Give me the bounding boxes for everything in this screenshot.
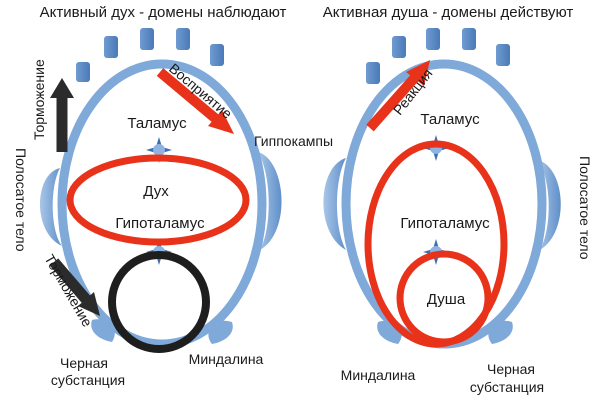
left-substantia-label-line2: субстанция [51,372,125,388]
right-striatum-lobe-left [323,158,346,250]
right-soul-label: Душа [427,291,466,308]
left-thalamus-star-icon [146,137,172,163]
left-striatum-lobe-right [258,152,282,250]
left-bottom-wing-right [208,320,233,344]
right-soul-red-circle [396,250,492,346]
left-black-circle [108,251,210,353]
left-striatum-label: Полосатое тело [13,148,29,252]
right-substantia-label-line2: субстанция [470,379,544,395]
left-inhibition-up-label: Торможение [31,59,47,140]
right-title: Активная душа - домены действуют [323,4,574,21]
right-amygdala-label: Миндалина [341,367,416,383]
left-hypothalamus-label: Гипоталамус [115,215,205,232]
right-panel: Активная душа - домены действуют [323,4,593,395]
right-substantia-label-line1: Черная [487,361,535,377]
left-substantia-label-line1: Черная [60,355,108,371]
left-striatum-lobe-left [40,168,62,246]
right-hypothalamus-label: Гипоталамус [400,215,490,232]
left-domain-pillars [76,28,224,82]
right-striatum-label: Полосатое тело [577,156,593,260]
left-inhibition-arrow-up [50,78,74,152]
right-domain-pillars [366,28,510,84]
left-perception-arrow [156,68,234,134]
left-title: Активный дух - домены наблюдают [40,4,287,21]
right-reaction-arrow [366,60,430,132]
right-striatum-lobe-right [538,160,561,250]
right-bottom-wing-right [488,320,513,344]
left-bottom-wing-left [91,319,115,342]
left-brain-outline [57,59,267,349]
left-hippocampi-label: Гиппокампы [254,133,333,149]
left-panel: Активный дух - домены наблюдают [13,4,333,388]
left-thalamus-label: Таламус [127,115,187,132]
left-spirit-label: Дух [143,183,169,200]
left-inhibition-arrow-down [49,258,100,316]
right-thalamus-label: Таламус [420,111,480,128]
left-spirit-red-ellipse [66,154,250,246]
left-amygdala-label: Миндалина [189,351,264,367]
